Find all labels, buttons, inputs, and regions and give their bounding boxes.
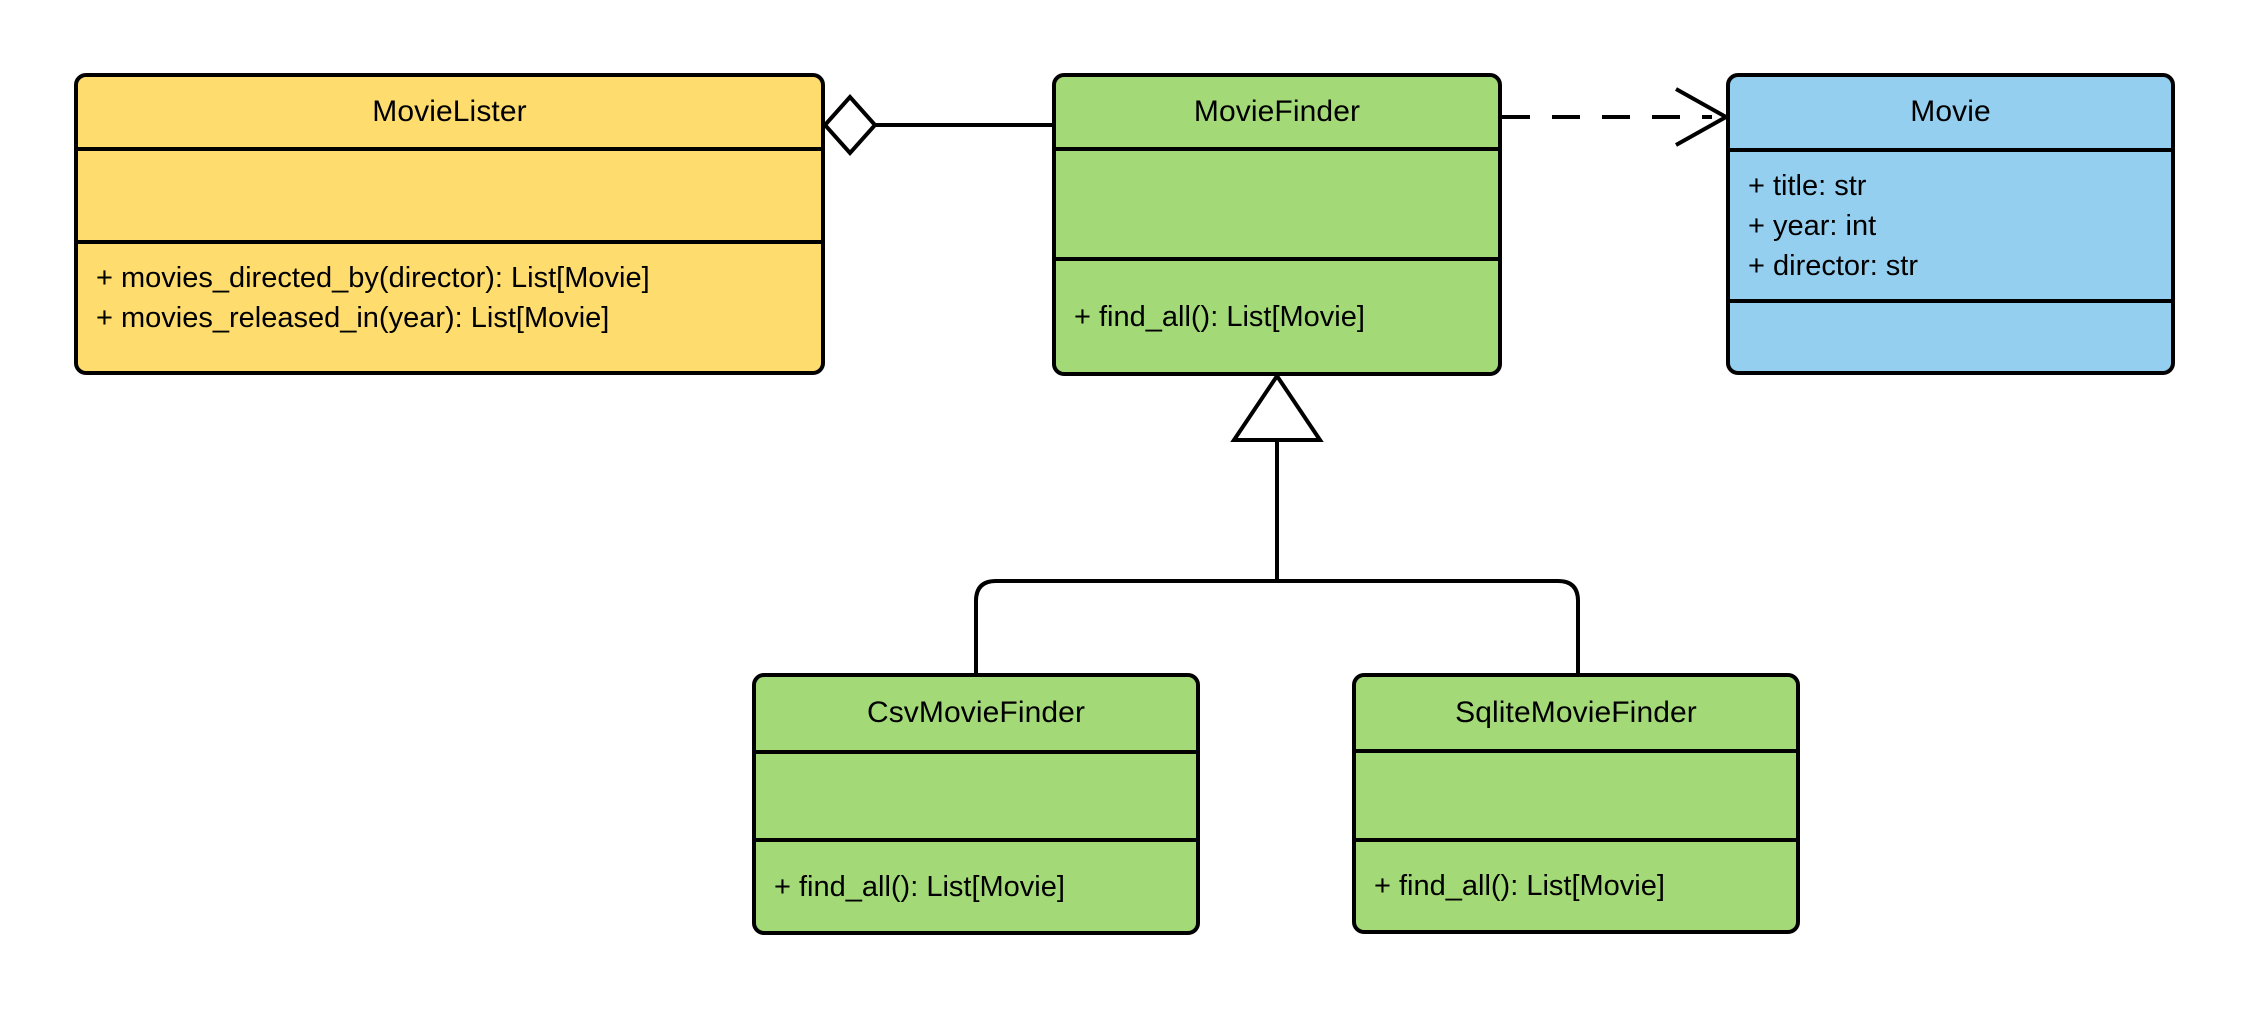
class-box-movie-finder[interactable]: MovieFinder + find_all(): List[Movie]	[1052, 73, 1502, 376]
class-box-sqlite-movie-finder[interactable]: SqliteMovieFinder + find_all(): List[Mov…	[1352, 673, 1800, 934]
generalization-bus	[974, 579, 1580, 673]
attribute-line: + year: int	[1748, 209, 1877, 242]
class-name-csv-movie-finder: CsvMovieFinder	[866, 696, 1086, 730]
method-line: + find_all(): List[Movie]	[1374, 870, 1665, 903]
class-box-movie[interactable]: Movie + title: str + year: int + directo…	[1726, 73, 2175, 375]
edge-aggregation-lister-finder	[822, 93, 1052, 157]
method-line: + find_all(): List[Movie]	[1074, 300, 1365, 333]
hollow-diamond-icon	[822, 93, 878, 157]
methods-compartment-movie	[1730, 298, 2171, 371]
edge-generalization-tree	[974, 372, 1580, 673]
attributes-compartment-movie: + title: str + year: int + director: str	[1730, 147, 2171, 299]
edge-dependency-finder-movie	[1502, 87, 1731, 147]
class-name-movie-finder: MovieFinder	[1193, 94, 1361, 128]
class-box-movie-lister[interactable]: MovieLister + movies_directed_by(directo…	[74, 73, 825, 375]
methods-compartment-movie-finder: + find_all(): List[Movie]	[1056, 257, 1498, 372]
attributes-compartment-csv-movie-finder	[756, 749, 1196, 839]
attributes-compartment-sqlite-movie-finder	[1356, 749, 1796, 838]
class-box-csv-movie-finder[interactable]: CsvMovieFinder + find_all(): List[Movie]	[752, 673, 1200, 935]
methods-compartment-movie-lister: + movies_directed_by(director): List[Mov…	[78, 239, 821, 371]
attributes-compartment-movie-finder	[1056, 146, 1498, 257]
class-name-sqlite-movie-finder: SqliteMovieFinder	[1455, 696, 1697, 730]
method-line: + movies_directed_by(director): List[Mov…	[96, 261, 650, 294]
method-line: + movies_released_in(year): List[Movie]	[96, 301, 610, 334]
class-name-movie-lister: MovieLister	[372, 94, 527, 128]
method-line: + find_all(): List[Movie]	[774, 870, 1065, 903]
hollow-triangle-icon	[1230, 372, 1324, 442]
methods-compartment-sqlite-movie-finder: + find_all(): List[Movie]	[1356, 838, 1796, 930]
open-arrow-icon	[1675, 87, 1731, 147]
attributes-compartment-movie-lister	[78, 146, 821, 240]
attribute-line: + title: str	[1748, 169, 1867, 202]
class-name-movie: Movie	[1910, 95, 1991, 129]
attribute-line: + director: str	[1748, 249, 1919, 282]
methods-compartment-csv-movie-finder: + find_all(): List[Movie]	[756, 838, 1196, 931]
